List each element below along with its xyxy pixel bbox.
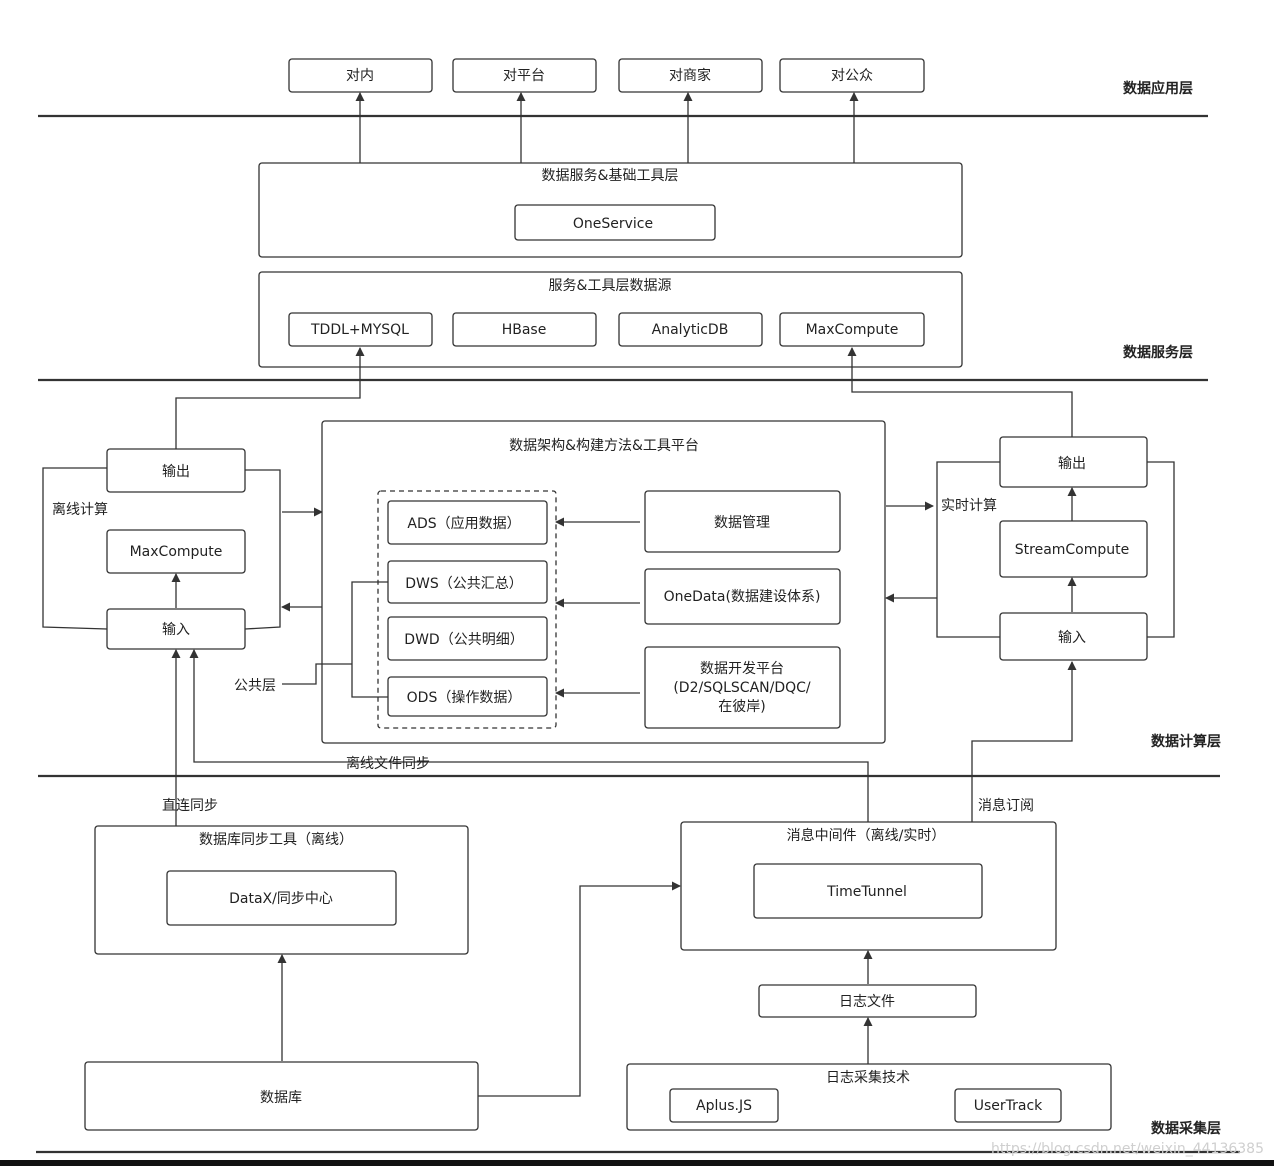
svg-text:对平台: 对平台 <box>503 68 545 84</box>
aplus-js-box: Aplus.JS <box>669 1088 779 1123</box>
direct-sync-label: 直连同步 <box>162 797 218 814</box>
svg-text:UserTrack: UserTrack <box>974 1098 1043 1114</box>
svg-text:输入: 输入 <box>1058 630 1086 646</box>
datasource-analyticdb: AnalyticDB <box>618 312 763 347</box>
public-layer-label: 公共层 <box>234 678 276 694</box>
streamcompute-box: StreamCompute <box>999 520 1148 578</box>
svg-text:HBase: HBase <box>502 322 547 338</box>
layer-ads: ADS（应用数据） <box>387 500 548 545</box>
svg-text:(D2/SQLSCAN/DQC/: (D2/SQLSCAN/DQC/ <box>673 680 811 696</box>
svg-text:在彼岸): 在彼岸) <box>718 699 765 715</box>
offline-maxcompute-box: MaxCompute <box>106 529 246 574</box>
app-target-merchant: 对商家 <box>618 58 763 93</box>
svg-text:消息中间件（离线/实时）: 消息中间件（离线/实时） <box>787 827 946 844</box>
realtime-loop-left <box>936 461 1000 638</box>
svg-text:OneData(数据建设体系): OneData(数据建设体系) <box>664 589 821 605</box>
svg-text:日志采集技术: 日志采集技术 <box>826 1069 910 1086</box>
message-subscribe-label: 消息订阅 <box>978 797 1034 814</box>
database-box: 数据库 <box>84 1061 479 1131</box>
arrow-database-to-mq <box>478 881 681 1097</box>
svg-text:数据库: 数据库 <box>260 1090 302 1106</box>
layer-ods: ODS（操作数据） <box>387 676 548 717</box>
arrow-realtime-output-to-maxcompute <box>847 347 1073 437</box>
svg-text:输出: 输出 <box>162 464 190 480</box>
svg-text:日志文件: 日志文件 <box>839 994 895 1010</box>
layer-dwd: DWD（公共明细） <box>387 616 548 661</box>
svg-text:对公众: 对公众 <box>831 68 873 84</box>
bottom-edge <box>0 1160 1274 1166</box>
watermark: https://blog.csdn.net/weixin_44136385 <box>991 1141 1264 1157</box>
offline-compute-label: 离线计算 <box>52 501 108 518</box>
svg-text:OneService: OneService <box>573 216 653 232</box>
svg-text:ODS（操作数据）: ODS（操作数据） <box>407 690 522 706</box>
realtime-input-box: 输入 <box>999 612 1148 661</box>
layer-label-compute: 数据计算层 <box>1151 733 1221 750</box>
public-layer-connector <box>282 663 352 685</box>
svg-text:输出: 输出 <box>1058 456 1086 472</box>
timetunnel-box: TimeTunnel <box>753 863 983 919</box>
svg-text:对商家: 对商家 <box>669 67 711 84</box>
svg-text:DWS（公共汇总）: DWS（公共汇总） <box>405 576 523 592</box>
layer-label-service: 数据服务层 <box>1123 344 1193 361</box>
app-target-platform: 对平台 <box>452 58 597 93</box>
usertrack-box: UserTrack <box>954 1088 1062 1123</box>
offline-loop-right <box>244 469 281 630</box>
layer-label-app: 数据应用层 <box>1123 80 1193 97</box>
svg-text:DWD（公共明细）: DWD（公共明细） <box>404 632 523 648</box>
offline-file-sync-label: 离线文件同步 <box>346 755 430 772</box>
layer-label-collect: 数据采集层 <box>1151 1120 1221 1137</box>
oneservice-box: OneService <box>514 204 716 241</box>
svg-text:数据管理: 数据管理 <box>714 515 770 531</box>
svg-text:输入: 输入 <box>162 622 190 638</box>
app-target-internal: 对内 <box>288 58 433 93</box>
onedata-box: OneData(数据建设体系) <box>644 568 841 625</box>
svg-text:数据开发平台: 数据开发平台 <box>700 661 784 677</box>
svg-text:数据库同步工具（离线）: 数据库同步工具（离线） <box>199 831 353 848</box>
realtime-loop-right <box>1147 461 1175 638</box>
datasource-maxcompute: MaxCompute <box>779 312 925 347</box>
data-management-box: 数据管理 <box>644 490 841 553</box>
svg-text:Aplus.JS: Aplus.JS <box>696 1098 752 1114</box>
offline-input-box: 输入 <box>106 608 246 650</box>
realtime-output-box: 输出 <box>999 436 1148 488</box>
svg-text:MaxCompute: MaxCompute <box>130 544 223 560</box>
log-file-box: 日志文件 <box>758 984 977 1018</box>
svg-text:AnalyticDB: AnalyticDB <box>652 322 729 338</box>
arrow-offline-file-sync <box>189 649 869 822</box>
datasource-tddl-mysql: TDDL+MYSQL <box>288 312 433 347</box>
svg-text:ADS（应用数据）: ADS（应用数据） <box>407 515 520 532</box>
offline-output-box: 输出 <box>106 448 246 493</box>
svg-text:DataX/同步中心: DataX/同步中心 <box>229 891 333 907</box>
realtime-compute-label: 实时计算 <box>941 498 997 514</box>
datax-box: DataX/同步中心 <box>166 870 397 926</box>
svg-text:数据架构&构建方法&工具平台: 数据架构&构建方法&工具平台 <box>509 438 699 454</box>
svg-text:MaxCompute: MaxCompute <box>806 322 899 338</box>
svg-text:StreamCompute: StreamCompute <box>1015 542 1130 558</box>
layer-dws: DWS（公共汇总） <box>387 560 548 604</box>
svg-text:对内: 对内 <box>346 68 374 84</box>
svg-text:数据服务&基础工具层: 数据服务&基础工具层 <box>542 167 679 184</box>
svg-text:服务&工具层数据源: 服务&工具层数据源 <box>549 278 672 294</box>
public-layer-bracket <box>351 581 388 698</box>
offline-loop-left <box>42 467 108 630</box>
dev-platform-box: 数据开发平台 (D2/SQLSCAN/DQC/ 在彼岸) <box>644 646 841 729</box>
arrow-message-subscribe <box>971 661 1077 822</box>
arrow-offline-output-to-mysql <box>175 347 365 449</box>
svg-text:TimeTunnel: TimeTunnel <box>826 884 907 900</box>
warehouse-layers-group <box>377 490 557 729</box>
app-target-public: 对公众 <box>779 58 925 93</box>
svg-text:TDDL+MYSQL: TDDL+MYSQL <box>310 322 409 338</box>
datasource-hbase: HBase <box>452 312 597 347</box>
